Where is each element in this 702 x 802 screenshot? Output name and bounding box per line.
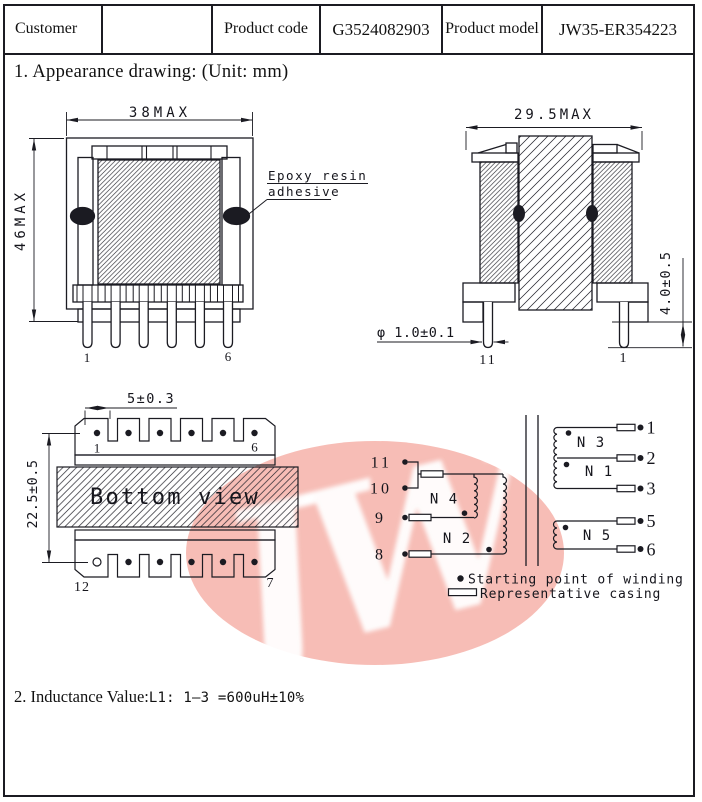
epoxy-note-line1: Epoxy resin [268,168,367,183]
winding-n3-start-dot [565,430,572,436]
bv-pin7-label: 7 [267,576,276,591]
front-width-dim: 38MAX [129,105,191,121]
epoxy-note-line2: adhesive [268,184,340,199]
winding-n2-label: N 2 [443,531,471,547]
bottom-view: 5±0.3 22.5±0.5 1 6 Bottom view [25,391,299,595]
front-view: 38MAX 46MAX [13,105,368,365]
front-height-dim: 46MAX [13,189,29,251]
epoxy-dot-right [222,206,251,226]
casing-icon [447,588,478,597]
customer-label: Customer [15,20,78,38]
bottom-view-bottom-pins [92,557,258,567]
spec-header-table: Customer Product code G3524082903 Produc… [3,4,695,55]
sch-left-terminal-dots [402,459,408,557]
bv-pin12-label: 12 [74,580,90,595]
sch-pin6: 6 [647,540,656,560]
pitch-dim: 5±0.3 [127,391,175,407]
product-model-label-cell: Product model [443,6,543,53]
casing-5 [616,517,636,525]
winding-n4-start-dot [461,510,468,516]
content-border-box [3,55,695,797]
side-pin1-label: 1 [620,351,629,366]
side-pin11-label: 11 [479,353,496,368]
epoxy-dot-side-right [586,205,598,222]
front-pin6-label: 6 [225,349,232,364]
bottom-view-top-pins [93,429,258,437]
front-pin1-label: 1 [84,350,91,365]
pin12-open-dot [92,557,102,567]
epoxy-dot-left [69,206,96,226]
winding-n3-n1-coil [553,426,558,490]
core-symbol [525,415,539,566]
winding-n2-start-dot [486,546,492,553]
side-view: 29.5MAX [377,107,692,368]
product-code-label-cell: Product code [213,6,321,53]
inductance-value: L1: 1—3 =600uH±10% [148,690,305,706]
inductance-prefix: 2. Inductance Value: [14,687,149,706]
legend-casing-text: Representative casing [480,587,661,602]
row-spacing-dim: 22.5±0.5 [25,459,41,528]
sch-pin11: 11 [371,455,392,472]
front-pins [82,302,234,349]
sch-pin9: 9 [375,510,386,527]
winding-schematic: 11 10 9 8 N 4 N 2 [370,415,656,566]
inductance-value-line: 2. Inductance Value:L1: 1—3 =600uH±10% [14,687,304,707]
bottom-view-top-comb [74,417,276,456]
product-code-label: Product code [224,20,308,38]
epoxy-dot-side-left [513,205,525,222]
sch-right-terminal-dots-a [637,424,644,492]
front-core-hatched [97,159,221,285]
sch-pin3: 3 [647,479,656,499]
casing-3 [616,484,636,493]
side-width-dim: 29.5MAX [514,107,594,123]
side-pins [482,302,630,349]
product-model-value: JW35-ER354223 [558,19,678,39]
bottom-view-body-hatched [56,466,299,528]
casing-6 [616,545,636,553]
winding-n1-start-dot [563,461,570,468]
winding-n5-start-dot [562,524,569,531]
product-code-value-cell: G3524082903 [321,6,443,53]
bottom-view-bottom-comb [74,539,276,578]
product-model-label: Product model [445,20,539,38]
product-model-value-cell: JW35-ER354223 [543,6,693,53]
winding-n3-label: N 3 [577,435,605,451]
section-title: 1. Appearance drawing: (Unit: mm) [14,62,289,82]
schematic-legend: Starting point of winding Representative… [447,573,684,602]
winding-n4-coil [473,474,478,519]
winding-n1-label: N 1 [585,464,613,480]
casing-1 [616,423,636,432]
sch-pin10: 10 [370,481,392,498]
customer-value-cell [103,6,213,53]
legend-start-text: Starting point of winding [468,573,684,588]
side-core-hatched [518,135,593,311]
winding-n5-coil [552,520,558,550]
sch-pin1: 1 [647,418,656,438]
sch-pin5: 5 [647,511,656,531]
pin-diameter-dim: φ 1.0±0.1 [377,325,455,341]
winding-n2-coil [502,474,508,555]
winding-n5-label: N 5 [583,528,611,544]
bv-pin1-label: 1 [94,441,101,456]
sch-pin2: 2 [647,448,656,468]
bv-pin6-label: 6 [251,440,258,455]
sch-right-terminal-dots-b [637,518,644,552]
start-point-icon [457,575,464,582]
pin-length-dim: 4.0±0.5 [658,251,674,315]
winding-n4-label: N 4 [430,492,458,508]
bottom-view-label: Bottom view [90,485,260,510]
casing-2 [616,454,636,462]
sch-pin8: 8 [375,547,386,564]
product-code-value: G3524082903 [332,19,430,39]
customer-label-cell: Customer [5,6,103,53]
